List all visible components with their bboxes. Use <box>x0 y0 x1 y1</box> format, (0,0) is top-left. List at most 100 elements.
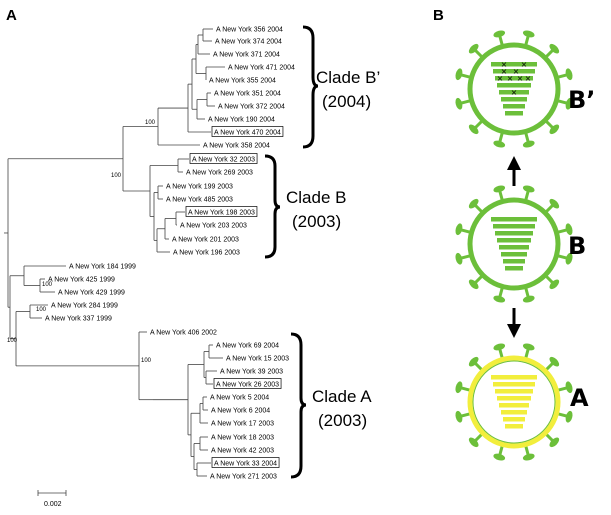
scale-bar: 0.002 <box>37 490 67 508</box>
genome-segment <box>499 245 529 250</box>
taxon-label: A New York 42 2003 <box>211 448 274 455</box>
taxon-label: A New York 69 2004 <box>216 343 279 350</box>
virus-spike-head <box>549 43 560 54</box>
virus-spike <box>460 254 470 260</box>
genome-segment <box>497 396 531 401</box>
virus-spike-head <box>455 410 463 423</box>
virus-spike-head <box>565 410 573 423</box>
virus-spike <box>524 190 530 200</box>
virus-spike-head <box>549 437 560 448</box>
taxon-label: A New York 203 2003 <box>180 223 247 230</box>
virus-spike-head <box>468 437 479 448</box>
virus-envelope <box>467 355 561 449</box>
genome-segment <box>497 238 531 243</box>
genome-segment <box>493 224 535 229</box>
virus-spike <box>460 73 470 79</box>
genome-segment <box>499 90 529 95</box>
genome-segment <box>499 403 529 408</box>
virus-a-diagram <box>455 343 573 461</box>
virus-spike <box>474 433 483 442</box>
genome-segment <box>491 375 537 380</box>
virus-label-b-prime: B’ <box>568 86 595 114</box>
taxon-box <box>213 378 282 389</box>
bootstrap-value: 100 <box>7 338 18 344</box>
virus-spike-head <box>493 185 506 193</box>
virus-spike <box>474 120 483 129</box>
taxon-label: A New York 284 1999 <box>51 303 118 310</box>
arrow-up-icon <box>507 156 521 186</box>
taxon-label: A New York 39 2003 <box>220 369 283 376</box>
genome-segment <box>503 259 525 264</box>
taxon-label: A New York 271 2003 <box>210 474 277 481</box>
virus-b-prime-diagram: ××××××××× <box>455 30 573 148</box>
virus-spike-head <box>565 252 573 265</box>
virus-spike-head <box>455 68 463 81</box>
virus-spike <box>460 99 470 105</box>
genome-segment <box>495 231 533 236</box>
virus-spike <box>545 362 554 371</box>
taxon-label: A New York 425 1999 <box>48 277 115 284</box>
taxon-label: A New York 17 2003 <box>211 421 274 428</box>
taxon-label: A New York 471 2004 <box>228 65 295 72</box>
virus-spike-head <box>522 30 535 38</box>
virus-spike-head <box>455 223 463 236</box>
virus-spike-head <box>493 343 506 351</box>
virus-spike <box>558 386 568 392</box>
taxon-label: A New York 5 2004 <box>210 395 269 402</box>
virus-label-b: B <box>568 232 586 260</box>
virus-spike-head <box>455 252 463 265</box>
genome-segment <box>491 62 537 67</box>
virus-spike-head <box>565 223 573 236</box>
clade-b-prime-bracket <box>302 25 319 149</box>
mutation-mark-icon: × <box>501 60 508 69</box>
genome-segment <box>495 76 533 81</box>
virus-spike-head <box>522 453 535 461</box>
clade-b-bracket <box>264 154 281 259</box>
mutation-mark-icon: × <box>501 67 508 76</box>
genome-segment <box>503 104 525 109</box>
virus-spike-head <box>493 295 506 303</box>
taxon-label: A New York 371 2004 <box>213 52 280 59</box>
virus-spike-head <box>493 30 506 38</box>
virus-b-diagram <box>455 185 573 303</box>
bootstrap-value: 100 <box>145 120 156 126</box>
mutation-mark-icon: × <box>517 74 524 83</box>
bootstrap-value: 100 <box>111 173 122 179</box>
taxon-label: A New York 190 2004 <box>208 117 275 124</box>
virus-spike-head <box>468 43 479 54</box>
taxon-label: A New York 372 2004 <box>218 104 285 111</box>
bootstrap-value: 100 <box>141 358 152 364</box>
taxon-label: A New York 15 2003 <box>226 356 289 363</box>
clade-a-bracket <box>290 332 307 479</box>
virus-spike-head <box>468 198 479 209</box>
virus-spike-head <box>549 356 560 367</box>
genome-segment <box>505 266 523 271</box>
genome-segment <box>505 111 523 116</box>
genome-segment <box>491 217 537 222</box>
virus-spike <box>498 35 504 45</box>
virus-spike <box>474 49 483 58</box>
virus-spike-head <box>522 343 535 351</box>
virus-spike <box>474 362 483 371</box>
virus-spike-head <box>455 97 463 110</box>
taxon-label: A New York 429 1999 <box>58 290 125 297</box>
virus-spike <box>498 288 504 298</box>
virus-spike <box>524 288 530 298</box>
virus-spike-head <box>493 453 506 461</box>
mutation-mark-icon: × <box>525 74 532 83</box>
virus-spike <box>498 348 504 358</box>
clade-b-year: (2003) <box>292 212 341 231</box>
scale-bar-label: 0.002 <box>44 501 62 508</box>
taxon-label: A New York 26 2003 <box>216 382 279 389</box>
taxon-label: A New York 358 2004 <box>203 143 270 150</box>
mutation-mark-icon: × <box>507 74 514 83</box>
virus-spike <box>558 228 568 234</box>
virus-spike <box>474 275 483 284</box>
taxon-label: A New York 406 2002 <box>150 330 217 337</box>
arrow-down-icon <box>507 308 521 338</box>
mutation-mark-icon: × <box>513 67 520 76</box>
genome-segment <box>493 69 535 74</box>
virus-spike <box>524 35 530 45</box>
virus-spike-head <box>468 356 479 367</box>
